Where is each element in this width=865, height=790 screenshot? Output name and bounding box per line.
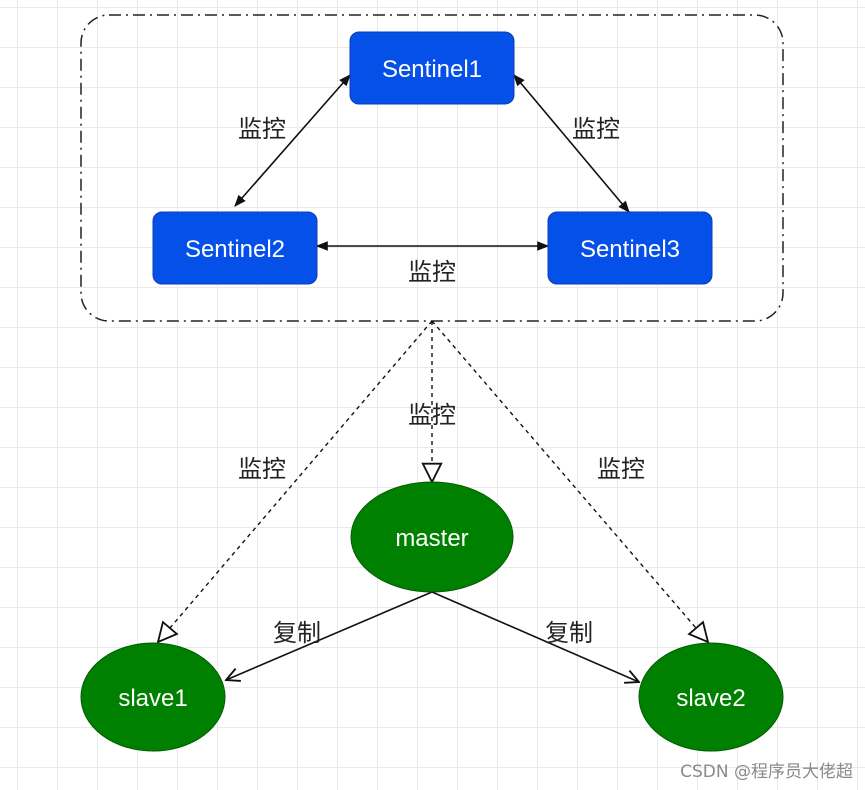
edge-label-master-slave1: 复制: [273, 619, 321, 647]
node-sentinel1[interactable]: Sentinel1: [349, 31, 515, 105]
node-sentinel3[interactable]: Sentinel3: [547, 211, 713, 285]
edge-sentinel1-sentinel3: [513, 74, 630, 213]
edge-label-group-master: 监控: [408, 401, 456, 429]
node-master-label: master: [395, 525, 468, 552]
node-sentinel2-shape: [152, 211, 318, 285]
edge-sentinel1-sentinel2: [234, 74, 351, 207]
edge-label-master-slave2: 复制: [545, 619, 593, 647]
node-sentinel1-shape: [349, 31, 515, 105]
edge-label-group-slave2: 监控: [597, 455, 645, 483]
node-slave2[interactable]: slave2: [638, 642, 784, 752]
node-slave2-label: slave2: [676, 685, 745, 712]
node-sentinel3-shape: [547, 211, 713, 285]
edge-label-group-slave1: 监控: [238, 455, 286, 483]
node-sentinel2-label: Sentinel2: [185, 236, 285, 263]
node-slave2-shape: [638, 642, 784, 752]
watermark: CSDN @程序员大佬超: [680, 762, 853, 782]
node-sentinel3-label: Sentinel3: [580, 236, 680, 263]
node-master[interactable]: master: [350, 481, 514, 593]
edge-label-sentinel1-sentinel3: 监控: [572, 115, 620, 143]
node-sentinel2[interactable]: Sentinel2: [152, 211, 318, 285]
node-master-shape: [350, 481, 514, 593]
edge-group-slave2: [431, 320, 708, 642]
node-slave1-label: slave1: [118, 685, 187, 712]
edge-master-slave1: [226, 591, 433, 680]
edge-label-sentinel2-sentinel3: 监控: [408, 258, 456, 286]
node-slave1-shape: [80, 642, 226, 752]
edge-master-slave2: [431, 591, 639, 682]
node-sentinel1-label: Sentinel1: [382, 56, 482, 83]
node-slave1[interactable]: slave1: [80, 642, 226, 752]
edge-label-sentinel1-sentinel2: 监控: [238, 115, 286, 143]
edge-group-slave1: [158, 320, 433, 642]
